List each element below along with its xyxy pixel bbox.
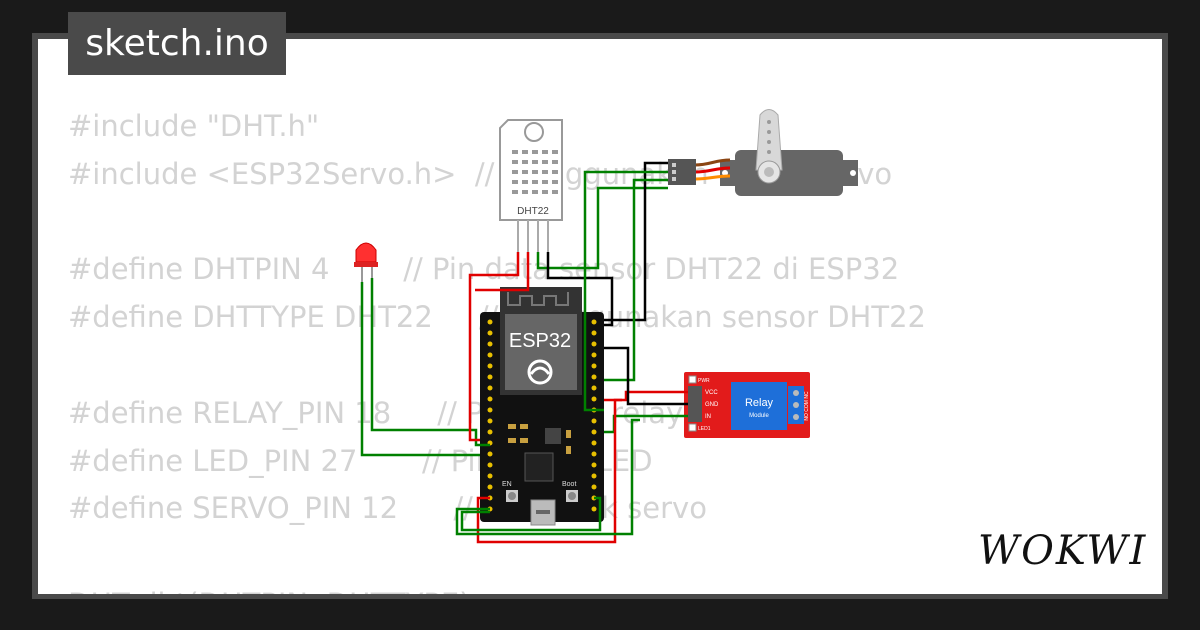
relay-pwr-label: PWR <box>698 378 710 384</box>
wokwi-logo: WOKWI <box>978 528 1148 574</box>
relay-terminals-label: NO COM NC <box>804 391 810 421</box>
boot-label: Boot <box>562 481 576 488</box>
relay-vcc-label: VCC <box>705 390 718 396</box>
relay-module[interactable]: Relay Module PWR LED1 VCC GND IN NO COM … <box>684 372 810 438</box>
code-line: DHT dht(DHTPIN, DHTTYPE); <box>68 581 926 594</box>
relay-sublabel: Module <box>749 413 769 419</box>
code-line: #include "DHT.h" <box>68 109 320 143</box>
relay-gnd-label: GND <box>705 402 719 408</box>
code-line: #define DHTPIN 4 // Pin data sensor DHT2… <box>68 252 900 287</box>
file-name-badge: sketch.ino <box>68 12 286 75</box>
en-label: EN <box>502 481 512 488</box>
esp32-board[interactable]: ESP32 EN Boot <box>480 287 604 526</box>
servo-motor[interactable] <box>668 109 858 197</box>
relay-label: Relay <box>745 397 774 409</box>
esp32-label: ESP32 <box>509 330 571 352</box>
wires <box>360 161 688 544</box>
dht22-sensor[interactable]: DHT22 <box>499 119 563 252</box>
relay-led-label: LED1 <box>698 426 711 432</box>
relay-in-label: IN <box>705 414 711 420</box>
dht22-label: DHT22 <box>517 206 549 217</box>
red-led[interactable] <box>354 242 378 282</box>
